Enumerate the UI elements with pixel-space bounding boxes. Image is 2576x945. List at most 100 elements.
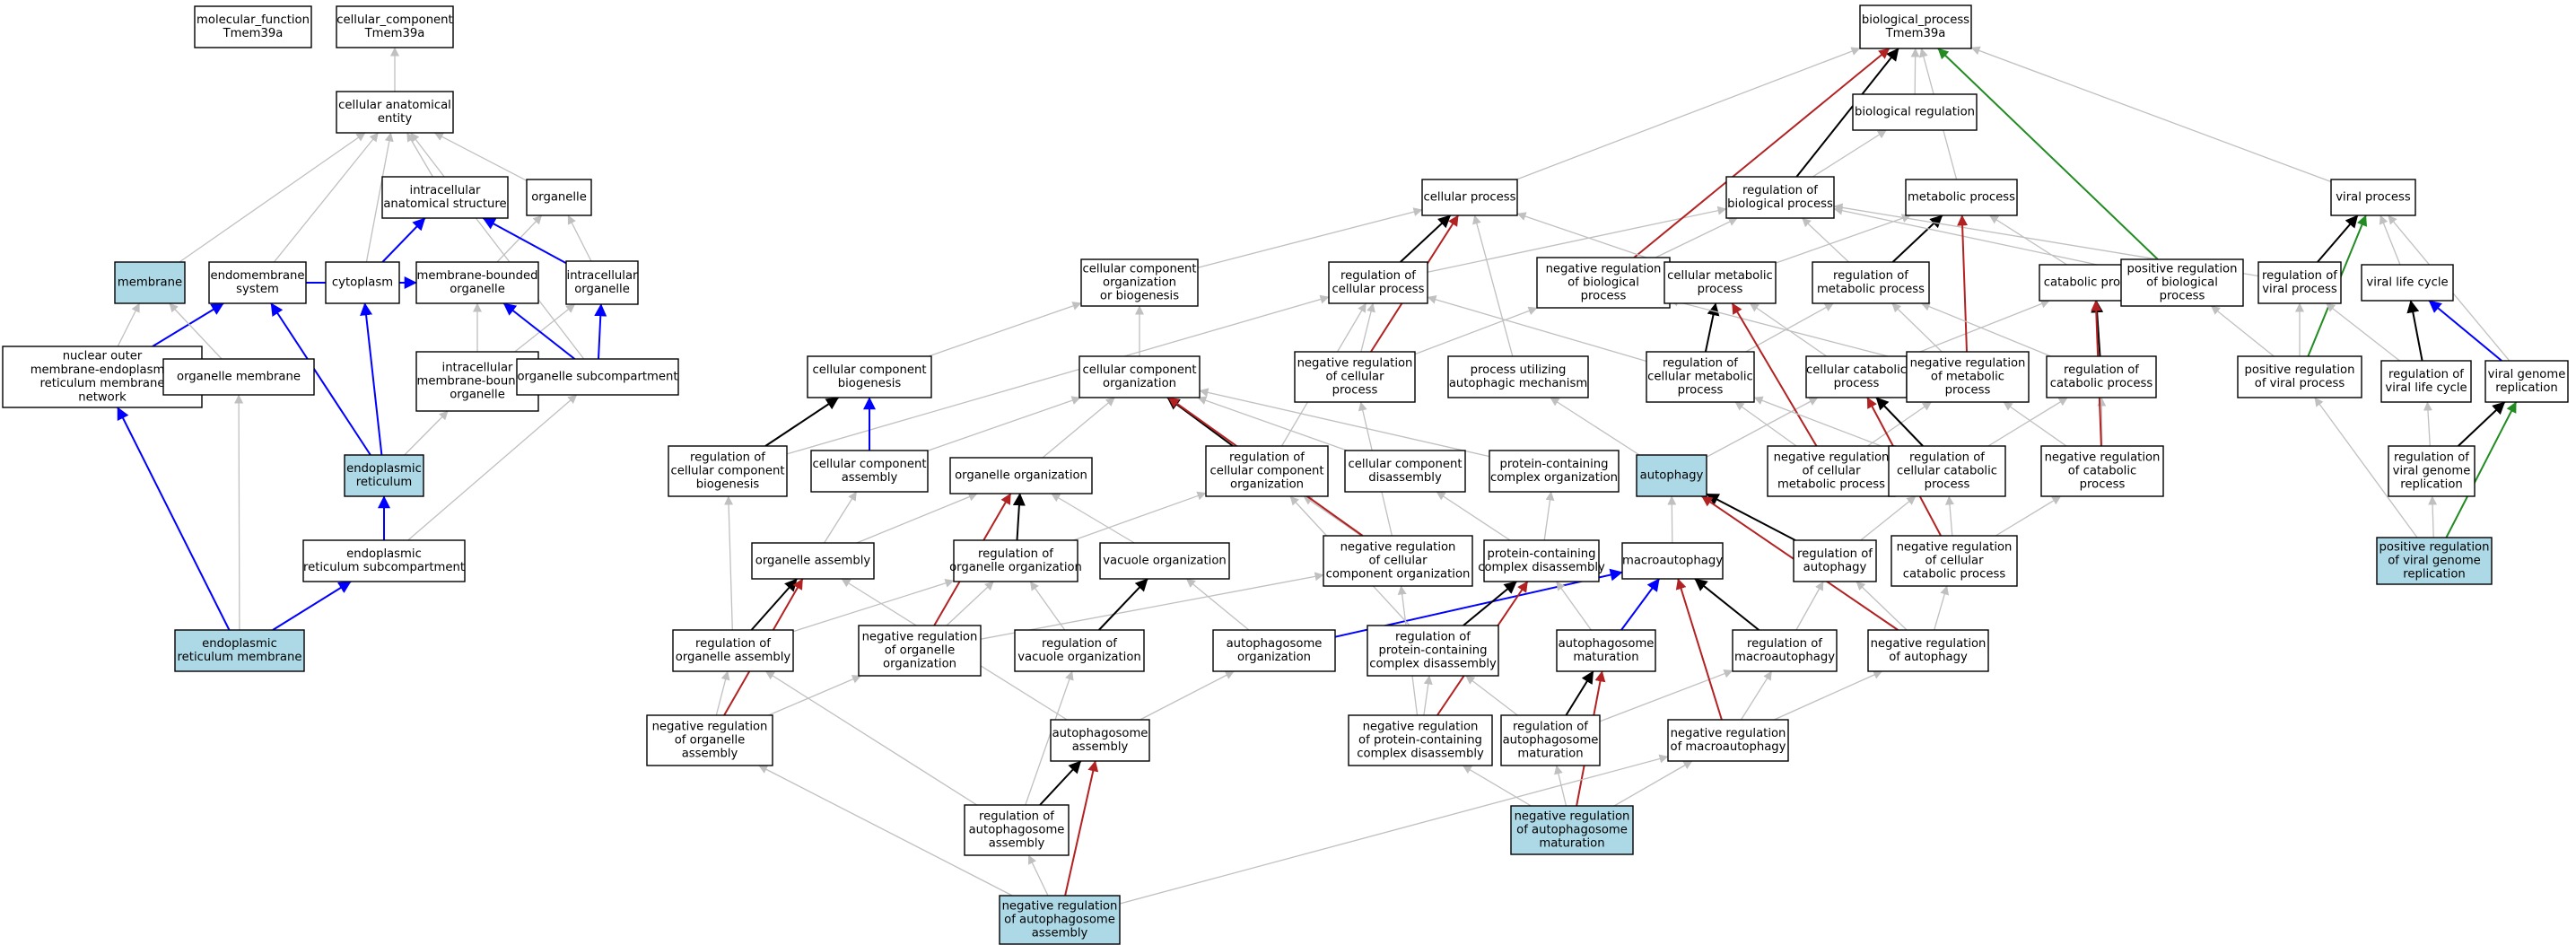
go-term-node-breg[interactable]: biological regulation <box>1852 93 1978 131</box>
node-box <box>2388 445 2476 497</box>
edge-regulates-roo-to-oorg <box>1012 493 1026 541</box>
edge-is-a-osc-to-cae <box>410 132 585 360</box>
go-term-node-vo[interactable]: vacuole organization <box>1099 542 1230 580</box>
go-term-node-cyt[interactable]: cytoplasm <box>325 261 400 304</box>
node-label-line: entity <box>378 112 412 126</box>
node-label-line: assembly <box>682 748 738 761</box>
go-term-node-mem[interactable]: membrane <box>114 261 186 304</box>
go-term-node-mp[interactable]: metabolic process <box>1905 179 2018 216</box>
go-term-node-aut[interactable]: autophagy <box>1636 454 1707 497</box>
go-term-node-oa[interactable]: organelle assembly <box>751 542 875 580</box>
edge-regulates-rvgr-to-vgr <box>2458 401 2506 447</box>
node-label-line: protein-containing <box>1500 458 1609 471</box>
go-term-node-vlc[interactable]: viral life cycle <box>2361 264 2454 302</box>
go-term-node-osc[interactable]: organelle subcompartment <box>516 358 679 396</box>
node-label-line: negative regulation <box>1363 720 1479 733</box>
node-box <box>565 260 639 305</box>
edge-is-a-nrapa-to-rapa <box>1027 854 1049 897</box>
edge-part-of-cyt-to-ias <box>381 217 426 263</box>
edge-is-a-pcd-to-pcco <box>1543 491 1555 541</box>
edge-is-a-catp-to-mp <box>1988 214 2067 266</box>
go-term-node-vp[interactable]: viral process <box>2330 179 2416 216</box>
go-term-node-om[interactable]: organelle membrane <box>162 358 315 396</box>
go-term-node-cp[interactable]: cellular process <box>1421 179 1518 216</box>
edge-is-a-rapa-to-rvo <box>1025 670 1074 806</box>
go-term-node-org[interactable]: organelle <box>526 179 592 216</box>
node-label-line: of organelle <box>675 734 746 748</box>
edge-is-a-nrccatp-to-rccatp <box>1944 495 1954 537</box>
go-term-node-macro[interactable]: macroautophagy <box>1621 542 1724 580</box>
edge-is-a-aut-to-puam <box>1550 397 1640 456</box>
node-label-line: of viral process <box>2255 377 2345 390</box>
node-label-line: organelle organization <box>955 469 1087 483</box>
node-label-line: replication <box>2495 381 2558 395</box>
edge-regulates-rbp-to-bp <box>1795 48 1899 178</box>
edge-is-a-ccb-to-ccob <box>928 302 1082 357</box>
node-label-line: regulation of <box>1909 451 1985 464</box>
edge-is-a-mem-to-cae <box>179 132 366 263</box>
go-term-node-oorg[interactable]: organelle organization <box>949 457 1093 494</box>
